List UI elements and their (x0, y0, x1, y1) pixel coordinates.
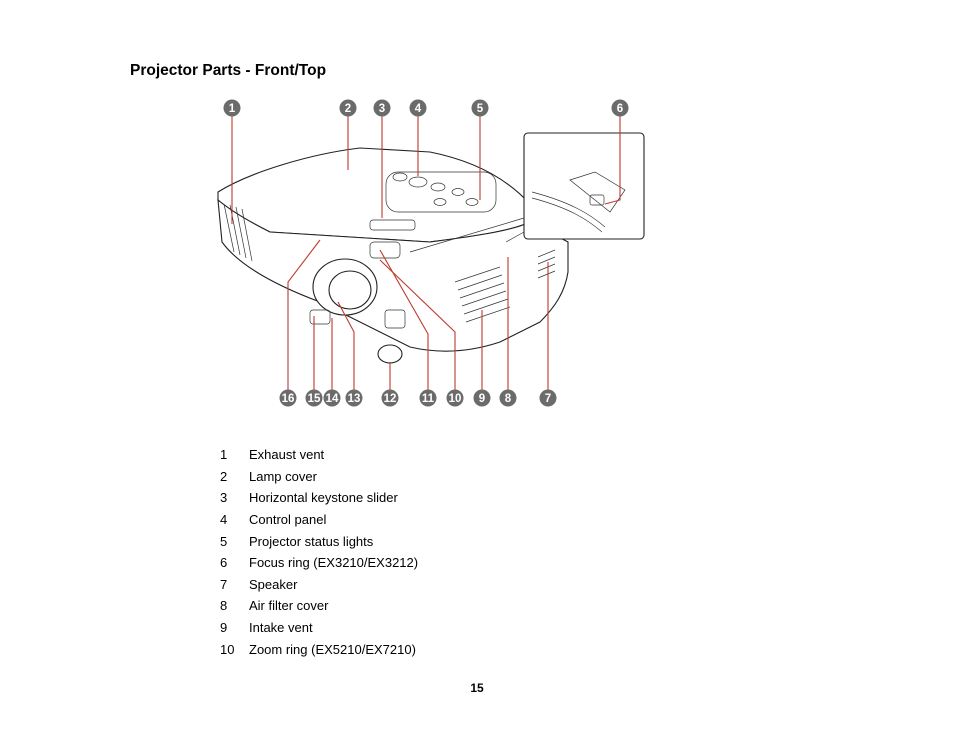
part-number: 2 (220, 468, 228, 484)
callout-3: 3 (373, 99, 391, 117)
part-number: 9 (220, 620, 228, 636)
svg-text:2: 2 (345, 103, 351, 115)
callout-4: 4 (409, 99, 427, 117)
svg-text:7: 7 (545, 393, 551, 405)
part-number: 1 (220, 447, 228, 463)
callout-9: 9 (473, 389, 491, 407)
list-item: 6 Focus ring (EX3210/EX3212) (220, 552, 418, 574)
part-number: 3 (220, 490, 228, 506)
focus-ring-detail-inset (409, 132, 645, 253)
page-title: Projector Parts - Front/Top (130, 62, 327, 79)
callout-6: 6 (611, 99, 629, 117)
projector-illustration (217, 147, 569, 364)
part-number: 5 (220, 533, 228, 549)
list-item: 8 Air filter cover (220, 595, 418, 617)
parts-list: 1 Exhaust vent 2 Lamp cover 3 Horizontal ke… (220, 444, 418, 660)
svg-text:4: 4 (415, 103, 422, 115)
list-item: 3 Horizontal keystone slider (220, 487, 418, 509)
part-number: 6 (220, 555, 228, 571)
list-item: 9 Intake vent (220, 617, 418, 639)
page-number: 15 (470, 681, 484, 695)
svg-text:15: 15 (308, 393, 321, 405)
list-item: 7 Speaker (220, 574, 418, 596)
list-item: 5 Projector status lights (220, 530, 418, 552)
callout-16: 16 (279, 389, 297, 407)
part-label: Zoom ring (EX5210/EX7210) (249, 641, 416, 657)
svg-text:1: 1 (229, 103, 236, 115)
list-item: 1 Exhaust vent (220, 444, 418, 466)
lens-icon (328, 270, 372, 310)
list-item: 10 Zoom ring (EX5210/EX7210) (220, 638, 418, 660)
callout-13: 13 (345, 389, 363, 407)
projector-diagram: 1 2 3 4 5 6 16 15 14 13 12 11 (217, 99, 645, 407)
part-number: 4 (220, 512, 228, 528)
control-panel-icon (385, 171, 497, 213)
foot-release-lever-icon (309, 309, 331, 325)
callout-1: 1 (223, 99, 241, 117)
part-label: Lamp cover (249, 468, 317, 484)
part-label: Intake vent (249, 620, 313, 636)
callout-12: 12 (381, 389, 399, 407)
svg-text:5: 5 (477, 103, 484, 115)
callout-2: 2 (339, 99, 357, 117)
svg-text:6: 6 (617, 103, 623, 115)
speaker-icon (537, 249, 556, 279)
part-number: 10 (220, 641, 235, 657)
svg-text:13: 13 (348, 393, 361, 405)
part-label: Focus ring (EX3210/EX3212) (249, 555, 419, 571)
part-label: Speaker (249, 576, 298, 592)
part-number: 7 (220, 576, 228, 592)
svg-text:12: 12 (384, 393, 397, 405)
svg-text:14: 14 (326, 393, 339, 405)
part-label: Horizontal keystone slider (249, 490, 398, 506)
svg-text:16: 16 (282, 393, 295, 405)
callout-5: 5 (471, 99, 489, 117)
list-item: 4 Control panel (220, 509, 418, 531)
callout-11: 11 (419, 389, 437, 407)
leader-lines (231, 115, 621, 392)
keystone-slider-icon (369, 219, 416, 231)
callout-15: 15 (305, 389, 323, 407)
svg-text:10: 10 (449, 393, 462, 405)
part-number: 8 (220, 598, 228, 614)
list-item: 2 Lamp cover (220, 466, 418, 488)
front-foot-icon (377, 344, 403, 364)
part-label: Projector status lights (249, 533, 374, 549)
svg-text:3: 3 (379, 103, 385, 115)
part-label: Air filter cover (249, 598, 329, 614)
remote-sensor-icon (384, 309, 406, 329)
part-label: Exhaust vent (249, 447, 325, 463)
callout-7: 7 (539, 389, 557, 407)
callout-8: 8 (499, 389, 517, 407)
part-label: Control panel (249, 512, 327, 528)
svg-text:8: 8 (505, 393, 512, 405)
callout-14: 14 (323, 389, 341, 407)
svg-text:9: 9 (479, 393, 485, 405)
svg-text:11: 11 (422, 393, 435, 405)
intake-vent-icon (454, 266, 511, 323)
callout-10: 10 (446, 389, 464, 407)
